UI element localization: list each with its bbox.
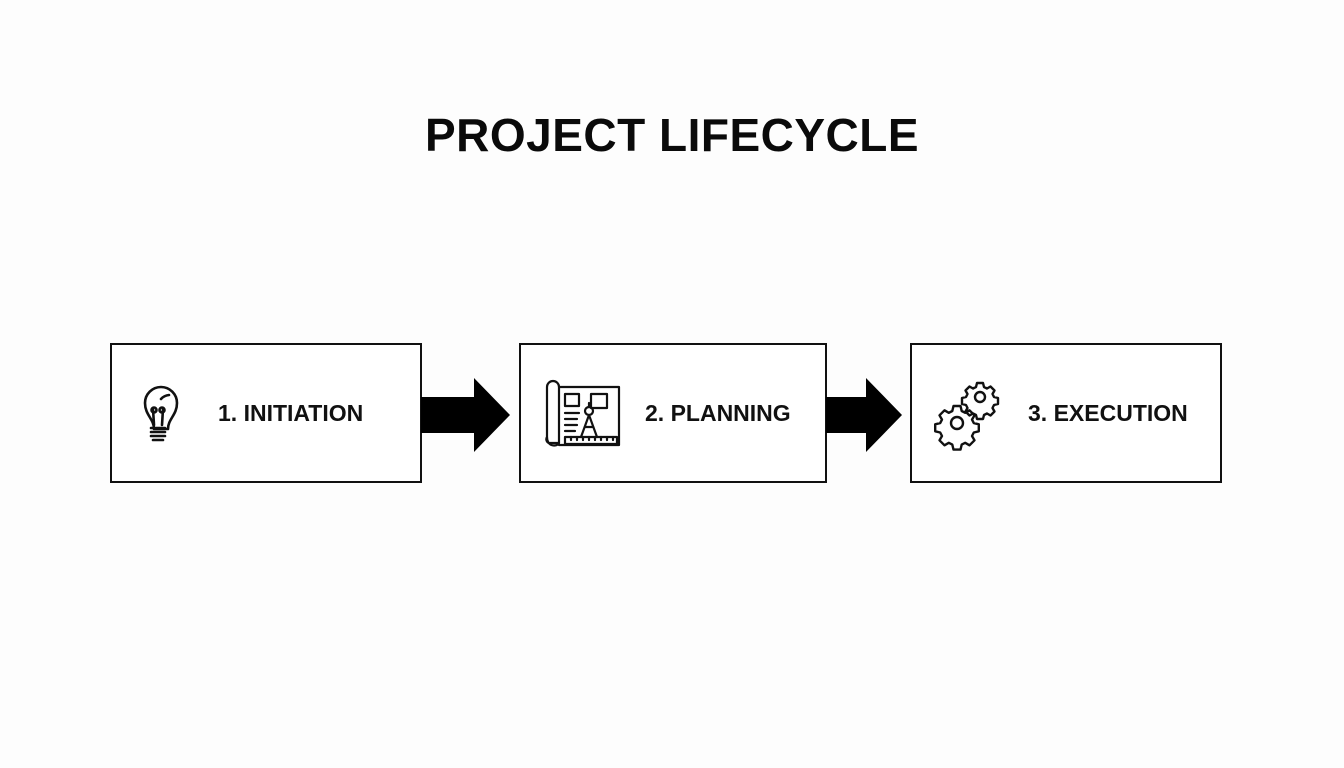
stage-label: 2. PLANNING — [645, 400, 791, 426]
stage-label: 3. EXECUTION — [1028, 400, 1188, 426]
diagram-title: PROJECT LIFECYCLE — [424, 109, 920, 161]
lightbulb-icon — [143, 385, 179, 442]
arrow-right-icon — [826, 378, 902, 452]
stage-label: 1. INITIATION — [218, 400, 364, 426]
blueprint-icon — [545, 379, 621, 447]
stage-planning: 2. PLANNING — [519, 343, 827, 483]
stage-initiation: 1. INITIATION — [110, 343, 422, 483]
stage-execution: 3. EXECUTION — [910, 343, 1222, 483]
gears-icon — [934, 381, 1000, 451]
arrow-right-icon — [421, 378, 510, 452]
